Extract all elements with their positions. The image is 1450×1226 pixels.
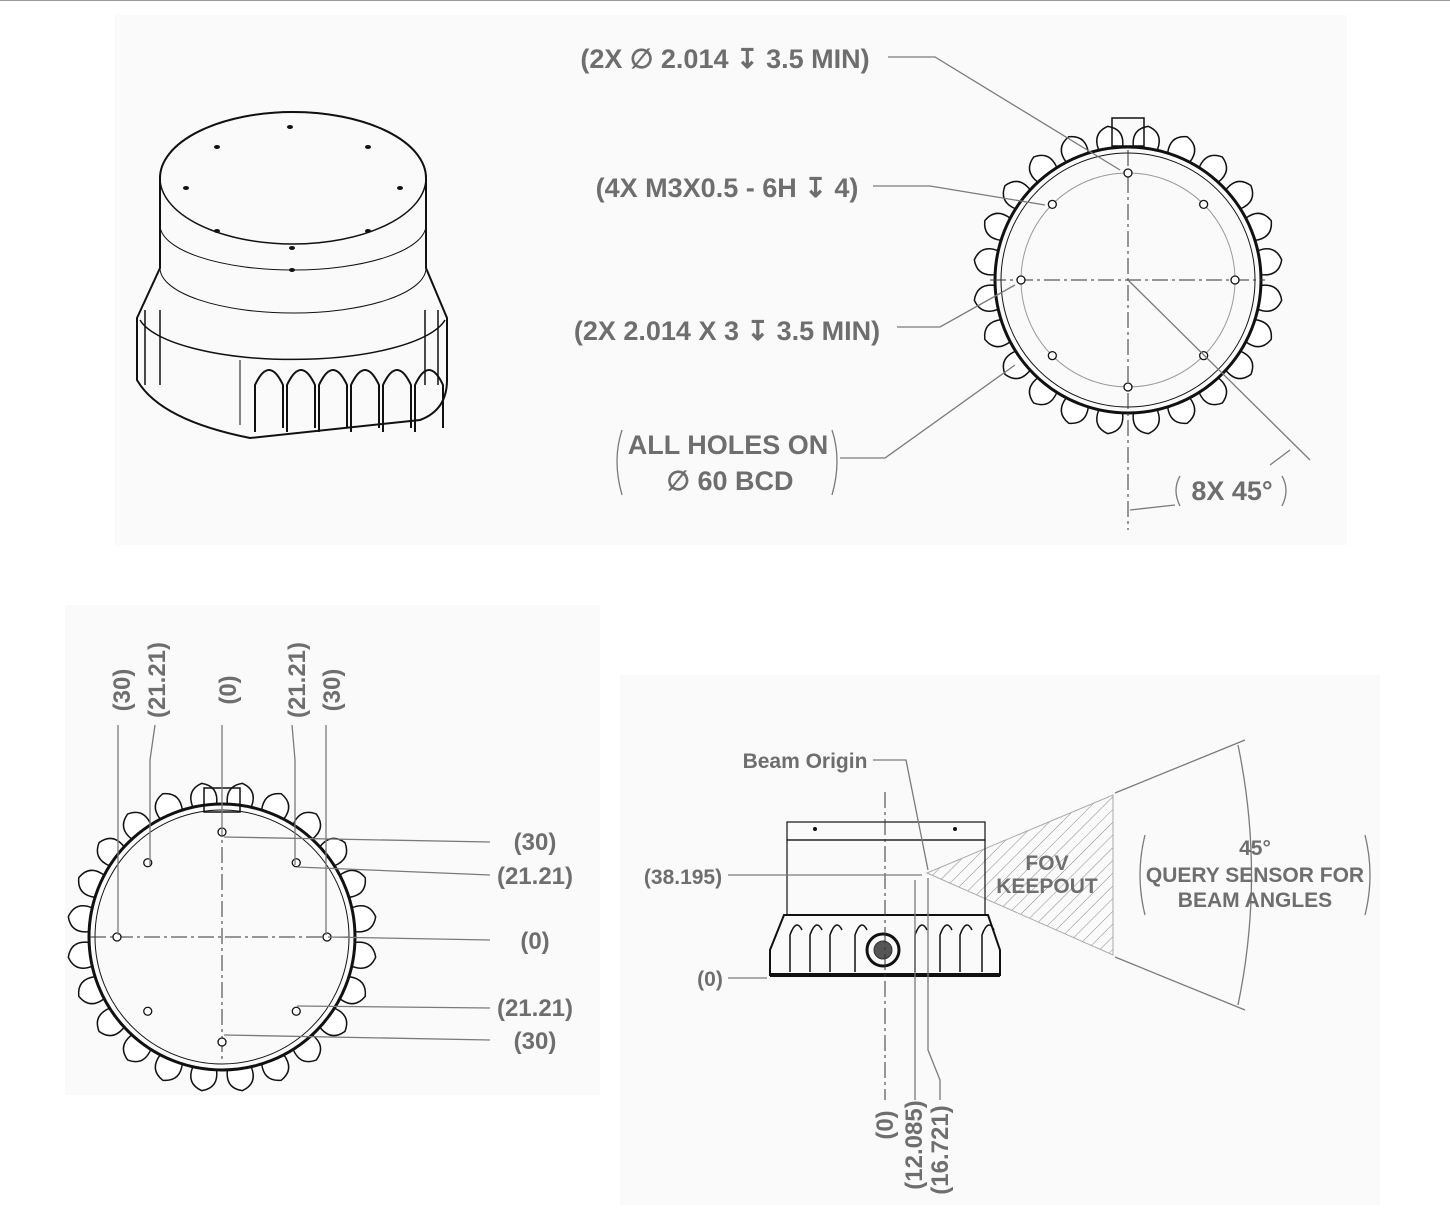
rib — [809, 924, 823, 972]
mounting-hole — [289, 246, 295, 250]
callout-m3-threads: (4X M3X0.5 - 6H ↧ 4) — [596, 173, 859, 203]
mounting-hole — [1230, 275, 1240, 285]
angle-note: 8X 45° — [1191, 476, 1272, 506]
side-x-coordinate-label: (0) — [872, 1110, 899, 1139]
mounting-hole — [1047, 351, 1057, 361]
cooling-fin — [1225, 350, 1254, 380]
rib — [959, 924, 973, 972]
cooling-fin — [226, 1066, 254, 1092]
fov-label-line2: KEEPOUT — [996, 875, 1098, 898]
rib — [981, 924, 995, 972]
callout-tapped-holes: (2X ∅ 2.014 ↧ 3.5 MIN) — [580, 44, 869, 74]
rib — [318, 369, 348, 432]
x-coordinate-label: (21.21) — [144, 642, 171, 718]
cooling-fin — [1132, 125, 1160, 151]
cooling-fin — [1002, 180, 1031, 210]
rib — [414, 369, 444, 432]
y-coordinate-label: (21.21) — [497, 995, 573, 1022]
height-label-beam: (38.195) — [644, 866, 722, 889]
y-coordinate-label: (21.21) — [497, 863, 573, 890]
mounting-hole — [291, 858, 301, 868]
y-coordinate-label: (0) — [520, 928, 549, 955]
cooling-fin — [1028, 154, 1058, 183]
rib — [350, 369, 380, 432]
side-view — [728, 739, 1253, 1100]
bcd-note-line2: ∅ 60 BCD — [666, 466, 793, 496]
mounting-hole — [1047, 199, 1057, 209]
mounting-hole — [214, 145, 220, 149]
beam-origin-label: Beam Origin — [743, 750, 868, 773]
mounting-hole — [365, 145, 371, 149]
mounting-hole — [365, 229, 371, 233]
top-view — [840, 56, 1311, 530]
cooling-fin — [67, 905, 93, 933]
x-coordinate-label: (30) — [319, 669, 346, 712]
rib — [829, 924, 843, 972]
bcd-note-line1: ALL HOLES ON — [628, 430, 829, 460]
isometric-view — [136, 111, 448, 440]
rib — [382, 369, 412, 432]
cooling-fin — [351, 941, 377, 969]
cooling-fin — [190, 1066, 218, 1092]
x-coordinate-label: (21.21) — [284, 642, 311, 718]
panel-side-view — [620, 675, 1380, 1205]
cooling-fin — [67, 941, 93, 969]
cooling-fin — [96, 1007, 125, 1037]
height-label-base: (0) — [697, 968, 723, 991]
cooling-fin — [1096, 409, 1124, 435]
mounting-hole — [217, 1037, 227, 1047]
fov-note-line1: QUERY SENSOR FOR — [1146, 864, 1364, 887]
x-coordinate-label: (0) — [215, 675, 242, 704]
rib — [789, 924, 803, 972]
mounting-hole — [287, 125, 293, 129]
rib — [286, 369, 316, 432]
rib — [939, 924, 953, 972]
cooling-fin — [1257, 284, 1283, 312]
mounting-hole — [214, 229, 220, 233]
side-x-coordinate-label: (12.085) — [901, 1100, 928, 1189]
y-coordinate-label: (30) — [514, 829, 557, 856]
y-coordinate-label: (30) — [514, 1028, 557, 1055]
fov-note-line2: BEAM ANGLES — [1178, 889, 1332, 912]
mounting-hole — [397, 186, 403, 190]
cooling-fin — [292, 811, 322, 840]
cooling-fin — [1225, 180, 1254, 210]
mounting-hole — [1123, 382, 1133, 392]
cooling-fin — [1257, 248, 1283, 276]
cooling-fin — [1002, 350, 1031, 380]
mounting-hole — [1199, 199, 1209, 209]
cooling-fin — [351, 905, 377, 933]
mounting-hole — [1123, 168, 1133, 178]
rib — [854, 924, 868, 972]
connector-port — [865, 932, 901, 968]
mounting-hole — [291, 1006, 301, 1016]
mounting-hole — [1016, 275, 1026, 285]
rib — [254, 369, 284, 432]
mounting-hole — [143, 1006, 153, 1016]
hole-coordinate-view — [67, 724, 491, 1092]
fov-keepout-zone — [925, 794, 1114, 956]
cooling-fin — [122, 1034, 152, 1063]
cooling-fin — [292, 1034, 322, 1063]
cooling-fin — [122, 811, 152, 840]
mounting-hole — [289, 268, 295, 272]
side-x-coordinate-label: (16.721) — [927, 1105, 954, 1194]
cooling-fin — [1198, 154, 1228, 183]
panel-top — [115, 15, 1347, 545]
fov-label-line1: FOV — [1025, 852, 1068, 875]
connector — [1111, 117, 1145, 147]
mounting-hole — [183, 186, 189, 190]
cooling-fin — [973, 248, 999, 276]
fov-angle: 45° — [1239, 837, 1271, 860]
cooling-fin — [319, 1007, 348, 1037]
cooling-fin — [1132, 409, 1160, 435]
cooling-fin — [1028, 377, 1058, 406]
callout-slot-holes: (2X 2.014 X 3 ↧ 3.5 MIN) — [574, 316, 880, 346]
cooling-fin — [1096, 125, 1124, 151]
x-coordinate-label: (30) — [109, 669, 136, 712]
cooling-fin — [1198, 377, 1228, 406]
mounting-hole — [112, 932, 122, 942]
